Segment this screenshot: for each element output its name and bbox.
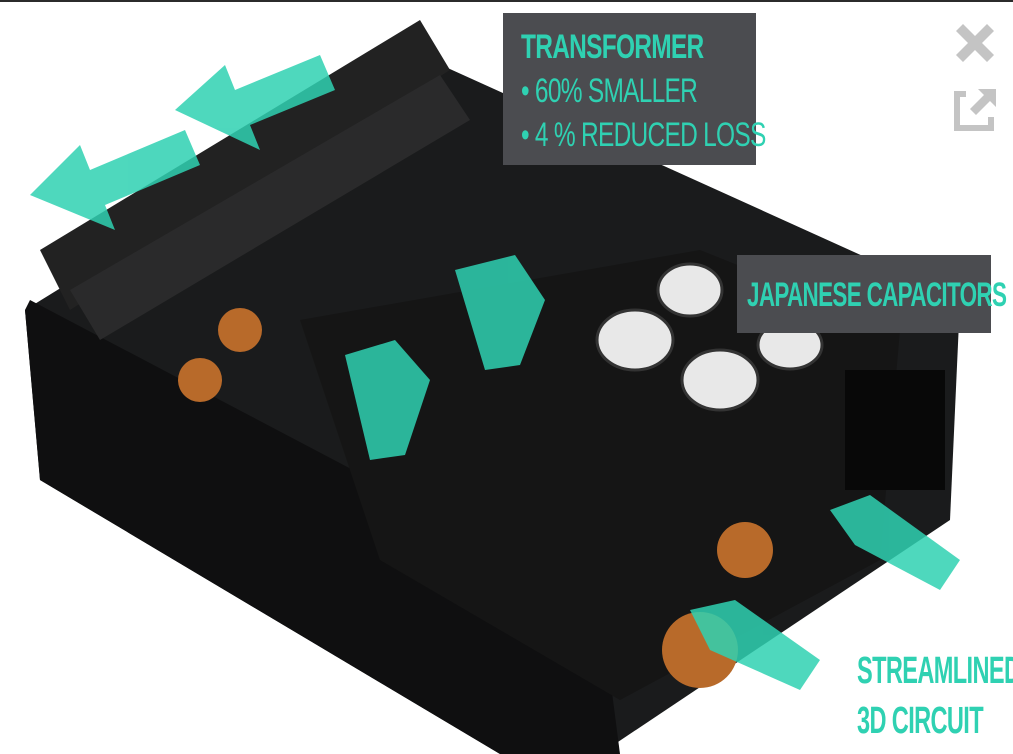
close-icon[interactable] bbox=[952, 20, 998, 66]
circuit-line: 3D CIRCUIT bbox=[857, 700, 984, 742]
transformer-item: • 4 % REDUCED LOSS bbox=[521, 116, 766, 154]
capacitors-title: JAPANESE CAPACITORS bbox=[747, 276, 1007, 314]
capacitors-callout: JAPANESE CAPACITORS bbox=[737, 255, 1007, 333]
top-border bbox=[0, 0, 1013, 2]
circuit-line: STREAMLINED bbox=[857, 650, 1013, 692]
airflow-arrows bbox=[30, 55, 960, 690]
transformer-title: TRANSFORMER bbox=[521, 28, 704, 66]
circuit-callout: STREAMLINED 3D CIRCUIT bbox=[845, 636, 1013, 754]
open-external-icon[interactable] bbox=[952, 87, 998, 133]
transformer-callout: TRANSFORMER • 60% SMALLER • 4 % REDUCED … bbox=[503, 13, 766, 165]
transformer-item: • 60% SMALLER bbox=[521, 72, 698, 110]
